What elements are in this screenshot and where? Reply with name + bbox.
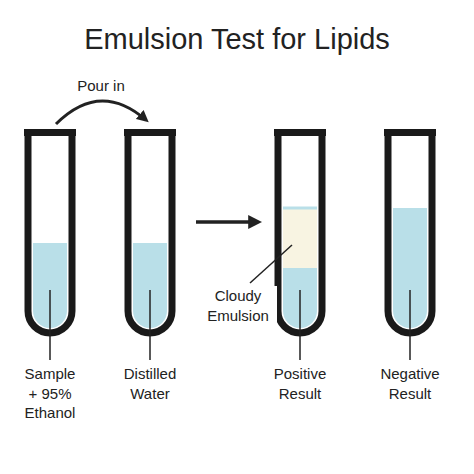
tube-label: Negative Result [373, 364, 447, 403]
tube-label: Sample + 95% Ethanol [21, 364, 79, 423]
pour-arrow [56, 101, 146, 124]
annotation-label: Cloudy Emulsion [199, 286, 277, 325]
diagram-title: Emulsion Test for Lipids [84, 22, 390, 57]
tube-label: Positive Result [264, 364, 336, 403]
step-arrow [196, 220, 258, 224]
annotation-label: Pour in [66, 76, 136, 96]
leader-lines [50, 245, 410, 360]
tube-label: Distilled Water [114, 364, 186, 403]
